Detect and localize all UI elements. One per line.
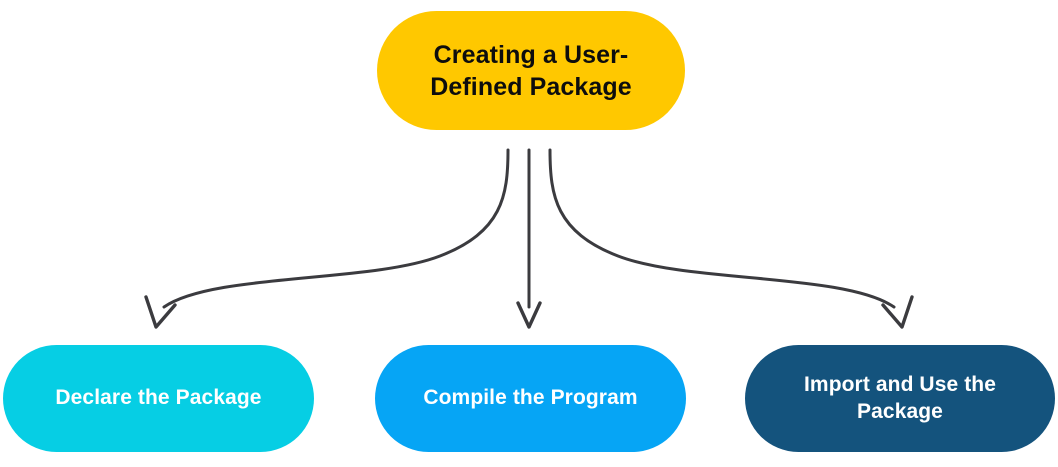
node-compile-label: Compile the Program (423, 386, 638, 410)
node-import-and-use-the-package[interactable]: Import and Use the Package (745, 345, 1055, 452)
node-import-label: Import and Use the Package (804, 372, 996, 423)
node-declare-label: Declare the Package (55, 386, 262, 410)
arrowhead-import (881, 295, 914, 329)
node-declare-the-package[interactable]: Declare the Package (3, 345, 314, 452)
node-compile-the-program[interactable]: Compile the Program (375, 345, 686, 452)
node-root-label: Creating a User-Defined Package (430, 40, 632, 101)
node-creating-a-user-defined-package[interactable]: Creating a User-Defined Package (377, 11, 685, 130)
connector-root-to-declare (162, 148, 510, 309)
arrowhead-compile (516, 301, 542, 329)
connector-root-to-import (548, 148, 896, 309)
arrowhead-declare (144, 295, 177, 329)
